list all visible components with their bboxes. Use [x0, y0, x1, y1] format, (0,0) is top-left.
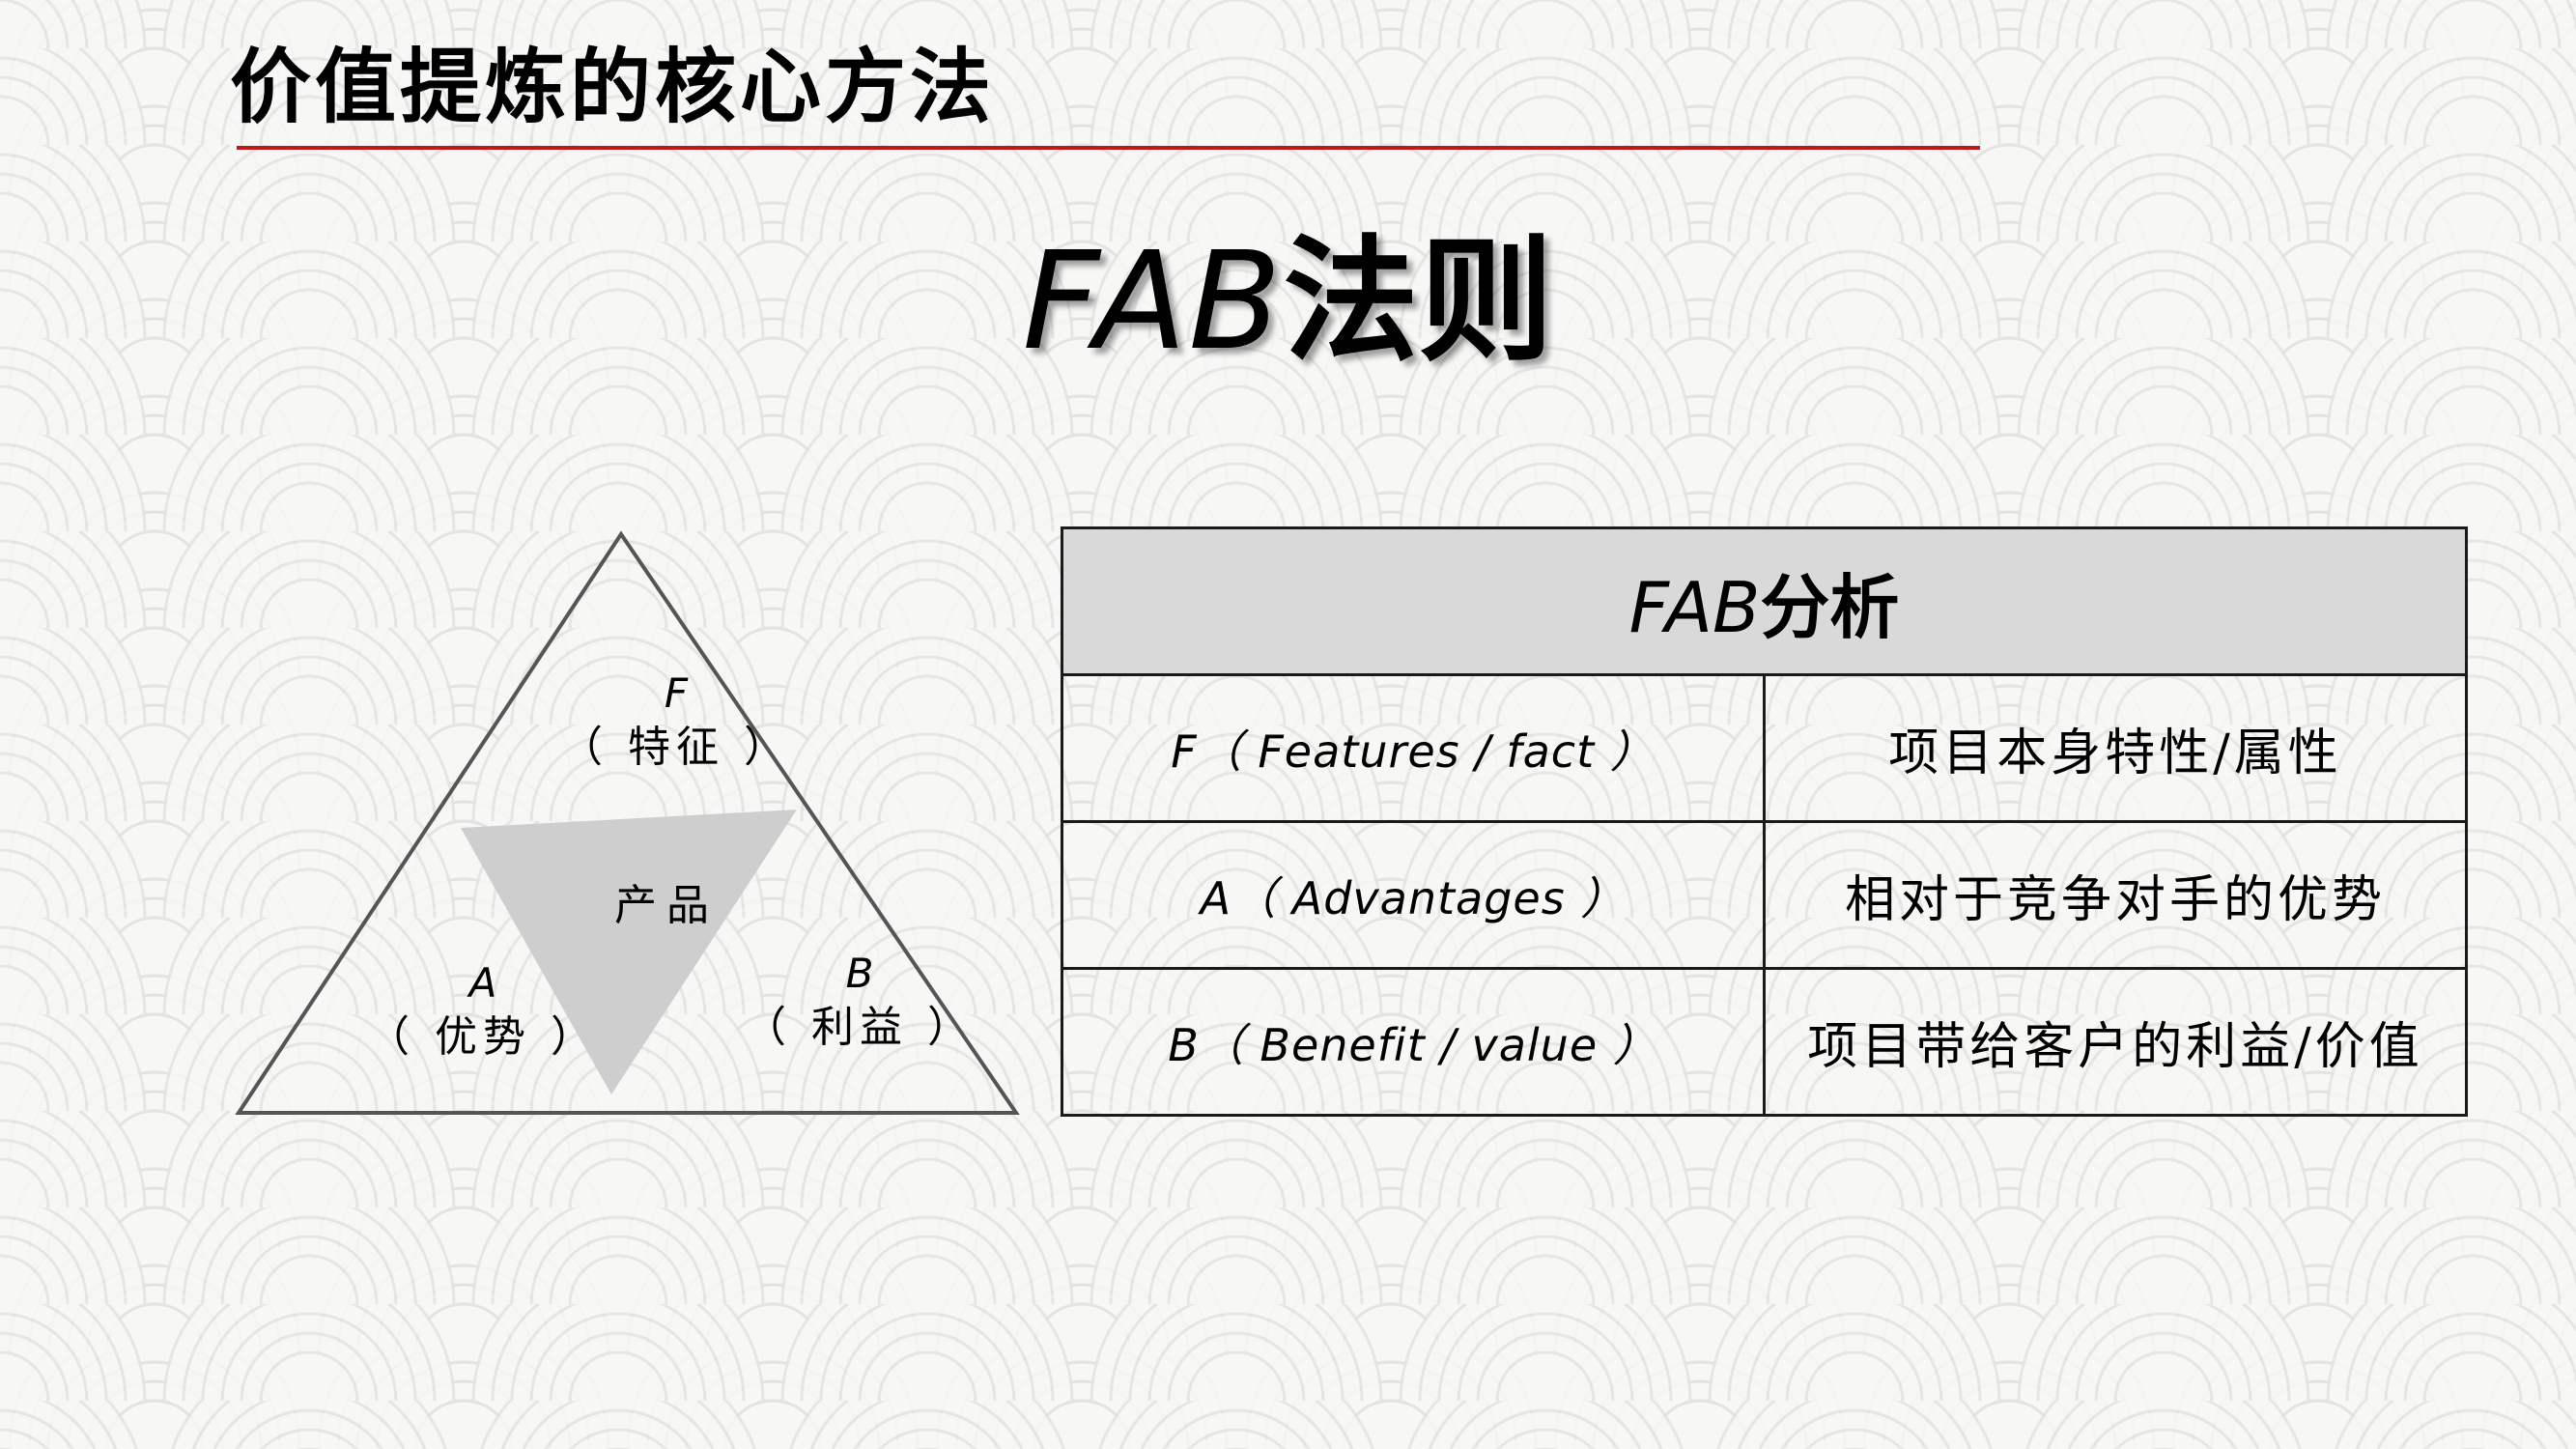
vertex-a-text: （ 优势 ）: [367, 1012, 599, 1062]
main-heading-cn: 法则: [1283, 223, 1554, 381]
vertex-b-label: B （ 利益 ）: [744, 947, 976, 1055]
vertex-a-letter: A: [468, 959, 497, 1007]
title-underline: [237, 146, 1980, 150]
table-row: B（ Benefit / value ） 项目带给客户的利益/价值: [1061, 967, 2468, 1117]
slide-title: 价值提炼的核心方法: [230, 39, 996, 134]
table-header: FAB分析: [1061, 526, 2468, 676]
table-row: A（ Advantages ） 相对于竞争对手的优势: [1061, 820, 2468, 970]
table-header-latin: FAB: [1628, 567, 1761, 648]
row-term-features: F（ Features / fact ）: [1061, 673, 1766, 823]
vertex-f-text: （ 特征 ）: [560, 723, 792, 772]
main-heading-latin: FAB: [1022, 223, 1284, 381]
table-header-row: FAB分析: [1061, 526, 2468, 676]
vertex-b-letter: B: [845, 950, 874, 997]
table-header-cn: 分析: [1760, 567, 1900, 648]
main-heading: FAB法则: [0, 220, 2576, 384]
row-description-features: 项目本身特性/属性: [1763, 673, 2468, 823]
product-label: 产品: [614, 881, 719, 930]
table-row: F（ Features / fact ） 项目本身特性/属性: [1061, 673, 2468, 823]
row-term-advantages: A（ Advantages ）: [1061, 820, 1766, 970]
vertex-f-letter: F: [664, 669, 689, 717]
vertex-b-text: （ 利益 ）: [744, 1003, 976, 1052]
vertex-a-label: A （ 优势 ）: [367, 956, 599, 1065]
vertex-f-label: F （ 特征 ）: [560, 667, 792, 775]
row-description-benefit: 项目带给客户的利益/价值: [1763, 967, 2468, 1117]
row-description-advantages: 相对于竞争对手的优势: [1763, 820, 2468, 970]
outer-triangle: [235, 530, 1020, 1115]
fab-analysis-table: FAB分析 F（ Features / fact ） 项目本身特性/属性 A（ …: [1061, 526, 2468, 1117]
row-term-benefit: B（ Benefit / value ）: [1061, 967, 1766, 1117]
inner-product-triangle: [461, 810, 797, 1094]
